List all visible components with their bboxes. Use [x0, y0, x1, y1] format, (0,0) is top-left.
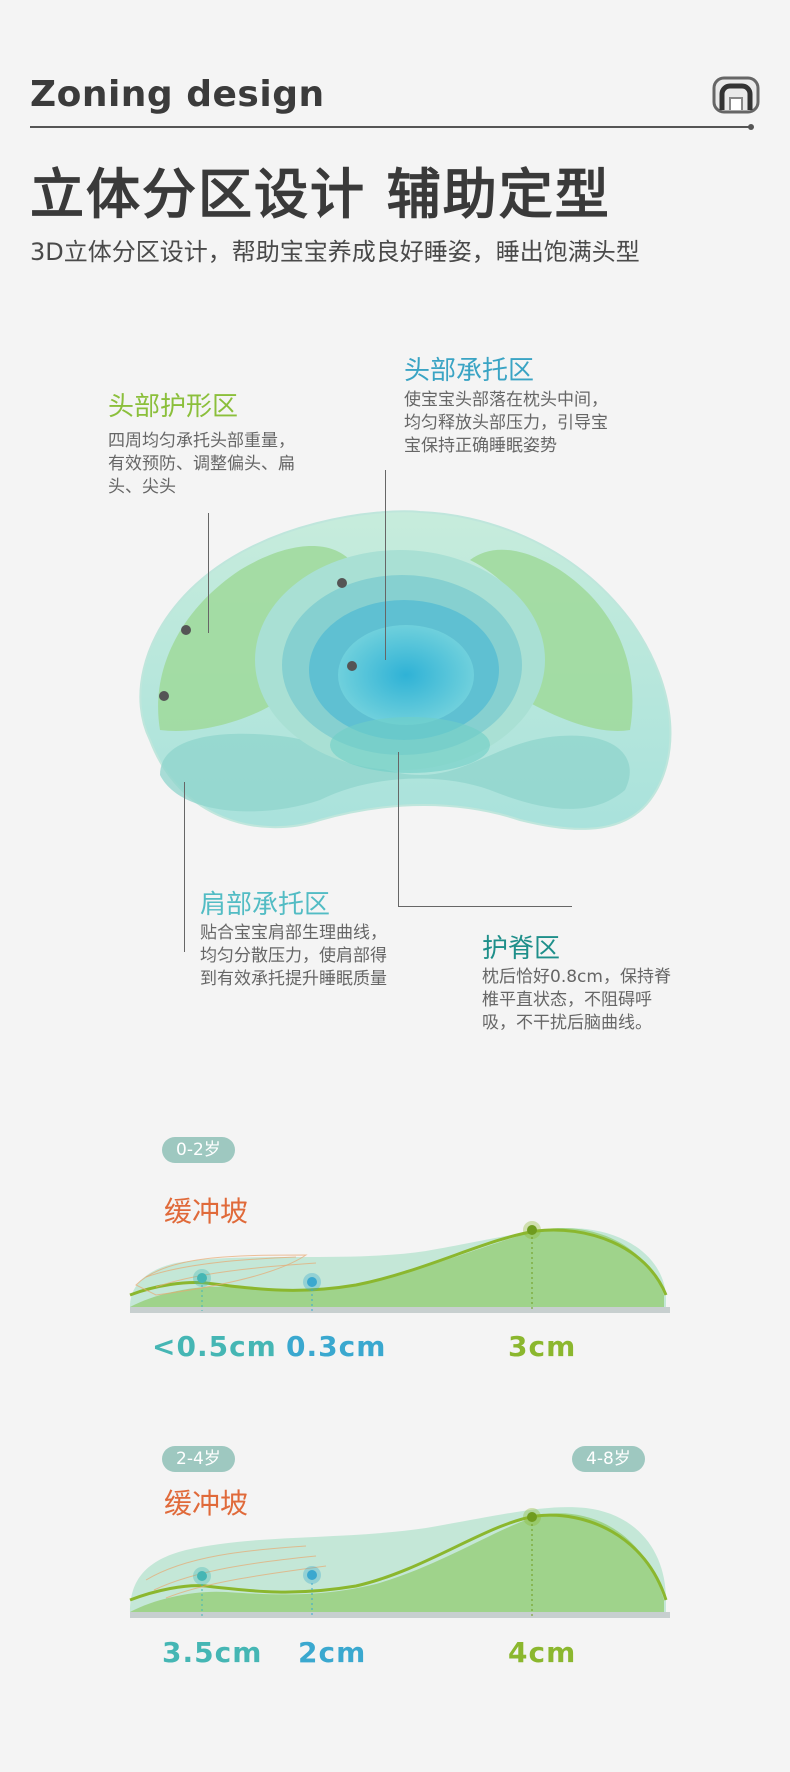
- measure-edge: 3.5cm: [162, 1636, 263, 1669]
- measure-back: 3cm: [508, 1330, 577, 1363]
- desc-line: 枕后恰好0.8cm，保持脊: [482, 967, 671, 987]
- leader-line-head-support: [385, 470, 386, 660]
- leader-line-spine: [398, 752, 399, 906]
- age-badge: 0-2岁: [162, 1137, 235, 1163]
- marker-shoulder: [159, 691, 169, 701]
- measure-back: 4cm: [508, 1636, 577, 1669]
- leader-line-head-shape: [208, 513, 209, 633]
- divider-dot: [748, 124, 754, 130]
- zone-head-support-desc: 使宝宝头部落在枕头中间， 均匀释放头部压力，引导宝 宝保持正确睡眠姿势: [404, 389, 608, 458]
- desc-line: 宝保持正确睡眠姿势: [404, 436, 557, 456]
- zone-head-shape-desc: 四周均匀承托头部重量， 有效预防、调整偏头、扁 头、尖头: [108, 430, 295, 499]
- zone-spine-desc: 枕后恰好0.8cm，保持脊 椎平直状态，不阻碍呼 吸，不干扰后脑曲线。: [482, 966, 671, 1035]
- head-shape-zone: [158, 546, 350, 731]
- desc-line: 均匀分散压力，使肩部得: [200, 946, 387, 966]
- marker-head-shape: [181, 625, 191, 635]
- head-shape-zone-right: [470, 549, 633, 731]
- measure-edge: <0.5cm: [152, 1330, 277, 1363]
- header-divider: [30, 126, 752, 128]
- pillow-top-view: [139, 510, 672, 830]
- desc-line: 吸，不干扰后脑曲线。: [482, 1013, 652, 1033]
- buffer-slope-label: 缓冲坡: [164, 1487, 249, 1520]
- zone-spine-title: 护脊区: [482, 934, 561, 964]
- pillow-profile-small: [129, 1221, 670, 1313]
- desc-line: 有效预防、调整偏头、扁: [108, 454, 295, 474]
- head-support-zone: [338, 625, 474, 725]
- zone-shoulder-desc: 贴合宝宝肩部生理曲线， 均匀分散压力，使肩部得 到有效承托提升睡眠质量: [200, 922, 387, 991]
- zone-shoulder-title: 肩部承托区: [200, 890, 331, 920]
- desc-line: 使宝宝头部落在枕头中间，: [404, 390, 608, 410]
- buffer-slope-label: 缓冲坡: [164, 1195, 249, 1228]
- measure-center: 2cm: [298, 1636, 367, 1669]
- leader-line-spine-h: [398, 906, 572, 907]
- desc-line: 均匀释放头部压力，引导宝: [404, 413, 608, 433]
- page-subtitle: 3D立体分区设计，帮助宝宝养成良好睡姿，睡出饱满头型: [30, 238, 640, 266]
- pillow-profile-large: [129, 1507, 670, 1618]
- zone-head-shape-title: 头部护形区: [108, 392, 239, 422]
- desc-line: 四周均匀承托头部重量，: [108, 431, 295, 451]
- measure-center: 0.3cm: [286, 1330, 387, 1363]
- pillow-brand-icon: [712, 76, 760, 114]
- shoulder-support-zone: [160, 733, 630, 812]
- marker-head-support: [337, 578, 347, 588]
- marker-spine: [347, 661, 357, 671]
- age-badge: 2-4岁: [162, 1446, 235, 1472]
- leader-line-shoulder: [184, 782, 185, 952]
- desc-line: 贴合宝宝肩部生理曲线，: [200, 923, 387, 943]
- desc-line: 头、尖头: [108, 477, 176, 497]
- desc-line: 椎平直状态，不阻碍呼: [482, 990, 652, 1010]
- desc-line: 到有效承托提升睡眠质量: [200, 969, 387, 989]
- zone-head-support-title: 头部承托区: [404, 356, 535, 386]
- spine-protect-zone: [330, 717, 490, 773]
- age-badge-right: 4-8岁: [572, 1446, 645, 1472]
- english-title: Zoning design: [30, 74, 325, 115]
- page-title: 立体分区设计 辅助定型: [30, 163, 611, 226]
